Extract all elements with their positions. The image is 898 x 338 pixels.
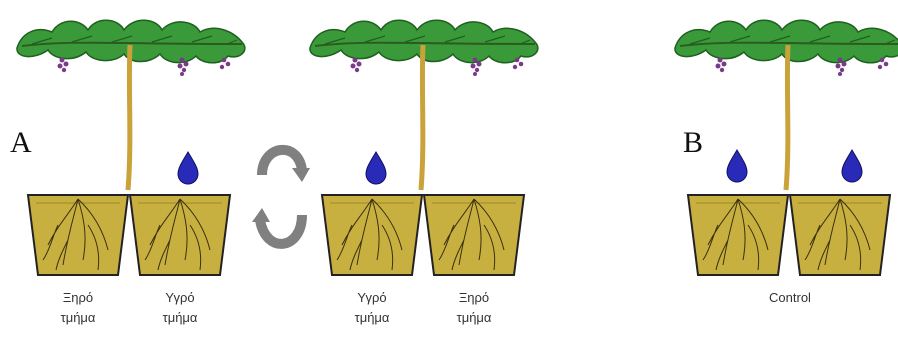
vine-trunk — [786, 45, 788, 190]
pot-left — [322, 195, 422, 275]
panel-a-letter: A — [10, 126, 32, 159]
vine-trunk — [128, 45, 130, 190]
pot-caption-line1: Υγρό — [165, 290, 194, 305]
pot-caption-line1: Ξηρό — [63, 290, 93, 305]
pot-caption-line2: τμήμα — [163, 310, 198, 325]
pot-caption-line2: τμήμα — [355, 310, 390, 325]
vine-trunk — [421, 45, 423, 190]
panel-a: A Ξηρό τμήμα Υγρό τμήμα — [10, 20, 245, 325]
pot-left — [688, 195, 788, 275]
pot-caption-line2: τμήμα — [457, 310, 492, 325]
water-drop-icon — [842, 150, 862, 182]
pot-right — [790, 195, 890, 275]
water-drop-icon — [727, 150, 747, 182]
panel-b-letter: B — [683, 126, 703, 159]
pot-caption-line1: Ξηρό — [459, 290, 489, 305]
pot-left — [28, 195, 128, 275]
control-caption: Control — [769, 290, 811, 305]
pot-caption-line1: Υγρό — [357, 290, 386, 305]
rotation-arrows-icon — [252, 150, 310, 244]
panel-a-swapped: Υγρό τμήμα Ξηρό τμήμα — [310, 20, 538, 325]
panel-b: B Control — [675, 20, 898, 305]
water-drop-icon — [366, 152, 386, 184]
pot-right — [424, 195, 524, 275]
pot-caption-line2: τμήμα — [61, 310, 96, 325]
pot-right — [130, 195, 230, 275]
water-drop-icon — [178, 152, 198, 184]
